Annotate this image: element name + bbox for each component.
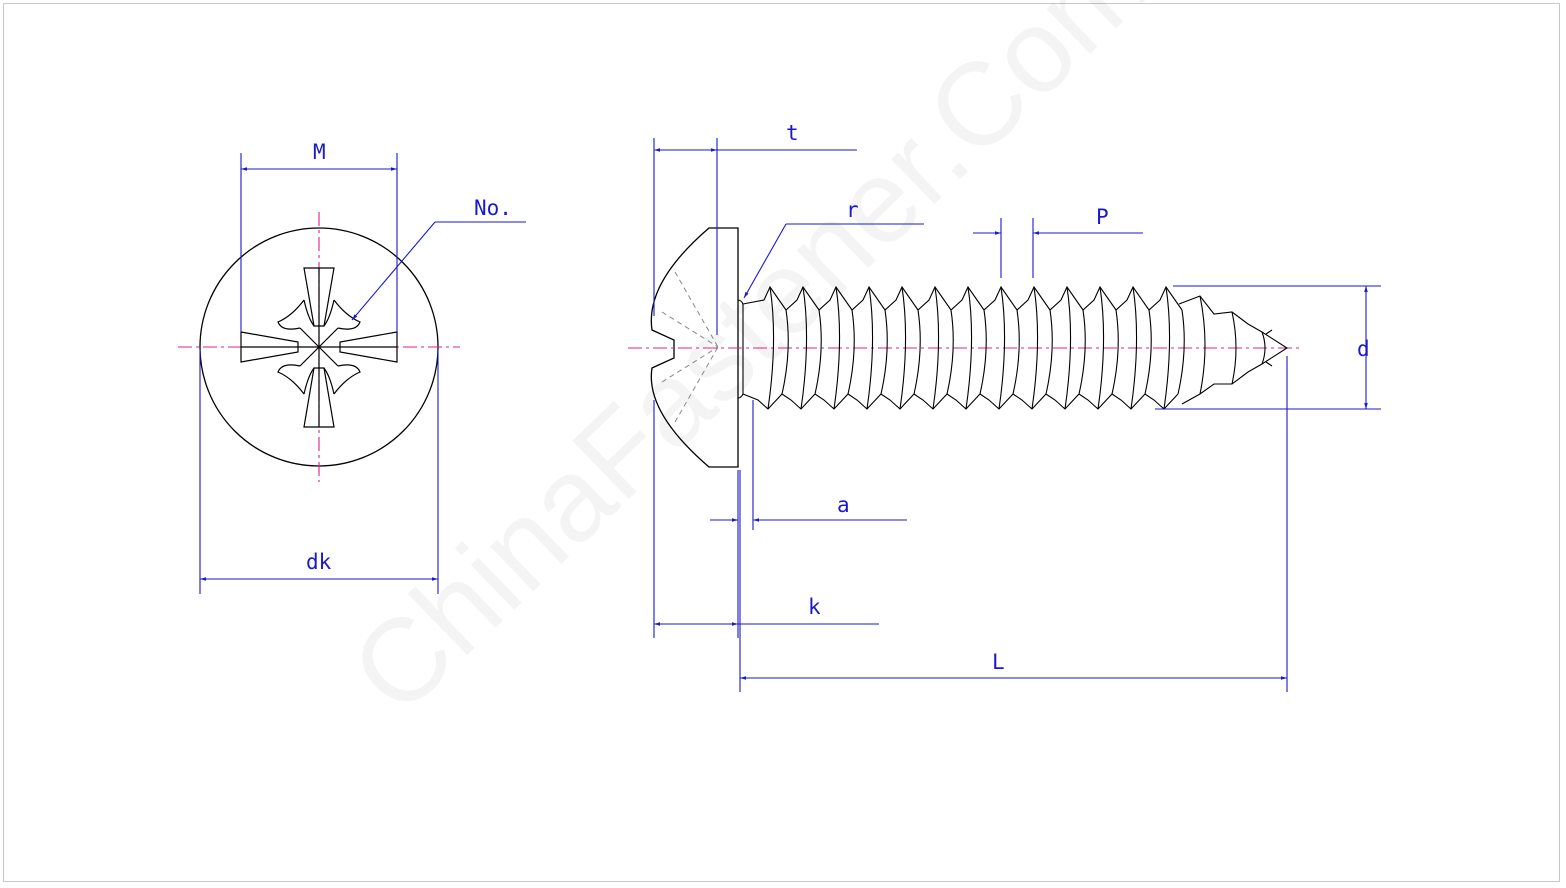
thread-root-8 [1012,309,1020,395]
thread-flank-5 [899,286,907,410]
thread-root-7 [979,309,987,395]
thread-top-profile [742,285,1183,311]
dimension-l [739,356,1288,692]
thread-flank-7 [965,286,973,410]
screw-head [650,227,739,468]
dimension-d [1155,285,1381,410]
thread-root-6 [946,309,954,395]
leader-r [743,223,924,299]
thread-root-4 [880,309,888,395]
top-view: M No. dk [178,140,526,594]
thread-root-3 [847,309,855,395]
watermark-text: ChinaFastener.Com [326,0,1173,739]
thread-root-10 [1078,309,1086,395]
thread-flank-12 [1130,286,1138,410]
label-t: t [786,121,799,145]
label-p: P [1096,205,1109,229]
label-a: a [837,493,850,517]
dimension-p [973,218,1143,278]
thread-bottom-profile [742,393,1179,410]
label-r: r [846,198,859,222]
thread-flank-1 [767,286,775,410]
thread-flank-8 [998,286,1006,410]
dimension-dk [199,349,439,594]
thread-root-1 [781,309,789,395]
thread-root-13 [1177,309,1185,395]
thread-root-11 [1111,309,1119,395]
dimension-m [240,153,398,332]
label-l: L [992,650,1005,674]
dimension-a [710,400,907,530]
thread-root-5 [913,309,921,395]
screw-point [1178,295,1289,405]
side-view: t r P d a [628,121,1381,692]
point-tip-detail [1265,329,1273,367]
thread-root-12 [1144,309,1152,395]
label-m: M [313,140,326,164]
label-no: No. [474,196,512,220]
label-k: k [808,595,821,619]
thread-flank-13 [1163,286,1171,410]
thread-flank-4 [866,286,874,410]
underhead-fillet [737,299,744,399]
thread-flank-10 [1064,286,1072,410]
hidden-recess-lines [661,271,719,423]
thread-flank-9 [1031,286,1039,410]
leader-no [351,221,526,321]
label-d: d [1357,337,1370,361]
dimension-k [653,400,879,638]
point-flanks [1199,295,1266,395]
label-dk: dk [306,550,332,574]
thread-root-2 [814,309,822,395]
thread-flank-11 [1097,286,1105,410]
cross-recess [240,267,398,428]
thread-root-9 [1045,309,1053,395]
dimension-t [653,138,857,335]
thread-flank-3 [833,286,841,410]
thread-flank-2 [800,286,808,410]
thread-flank-6 [932,286,940,410]
thread-body [737,285,1289,410]
